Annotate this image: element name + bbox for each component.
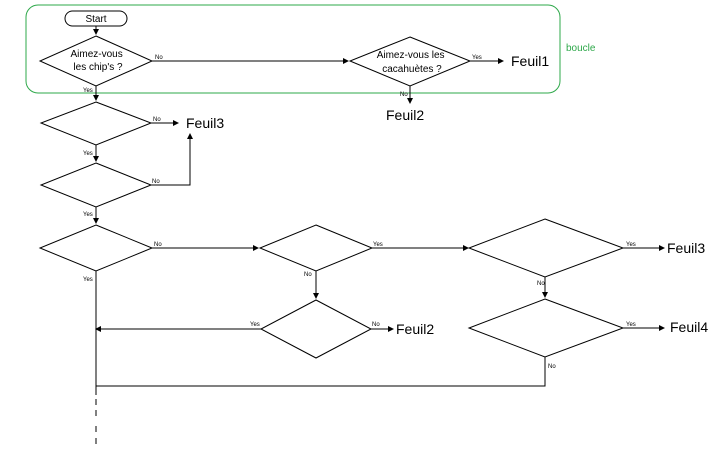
decision-5[interactable] [38, 224, 154, 272]
edge-label-no: No [400, 92, 408, 98]
edge-label-no: No [537, 281, 545, 287]
edge-label-yes: Yes [83, 277, 93, 283]
output-feuil2-bottom: Feuil2 [396, 321, 434, 337]
decision-4[interactable] [39, 162, 153, 208]
edge-label-no: No [153, 117, 161, 123]
decision-cacahuetes-label: Aimez-vous les cacahuètes ? [377, 50, 448, 75]
edge-label-yes: Yes [373, 242, 383, 248]
edge-label-no: No [548, 364, 556, 370]
edge-label-yes: Yes [250, 322, 260, 328]
decision-3[interactable] [39, 101, 153, 146]
edge-label-no: No [152, 179, 160, 185]
decision-chips-label: Aimez-vous les chip's ? [70, 49, 125, 73]
decision-6[interactable] [258, 224, 374, 272]
edge-label-yes: Yes [83, 212, 93, 218]
decision-chips[interactable] [38, 35, 154, 87]
output-feuil1: Feuil1 [511, 53, 549, 69]
start-label: Start [85, 14, 106, 25]
edge-label-no: No [154, 242, 162, 248]
edge-label-no: No [304, 272, 312, 278]
edge-label-no: No [155, 55, 163, 61]
edge-label-no: No [372, 322, 380, 328]
decision-8[interactable] [467, 218, 625, 278]
edge-label-yes: Yes [626, 322, 636, 328]
decision-7[interactable] [259, 299, 373, 359]
decision-cacahuetes[interactable] [348, 36, 472, 87]
edge-label-yes: Yes [83, 151, 93, 157]
edge-label-yes: Yes [83, 88, 93, 94]
loop-group-box[interactable] [25, 4, 561, 94]
output-feuil3-left: Feuil3 [186, 115, 224, 131]
output-feuil4: Feuil4 [670, 319, 708, 335]
output-feuil3-right: Feuil3 [667, 240, 705, 256]
edge-label-yes: Yes [626, 242, 636, 248]
edge-label-yes: Yes [472, 55, 482, 61]
decision-9[interactable] [467, 298, 625, 358]
output-feuil2-top: Feuil2 [386, 107, 424, 123]
loop-group-label: boucle [566, 43, 596, 54]
